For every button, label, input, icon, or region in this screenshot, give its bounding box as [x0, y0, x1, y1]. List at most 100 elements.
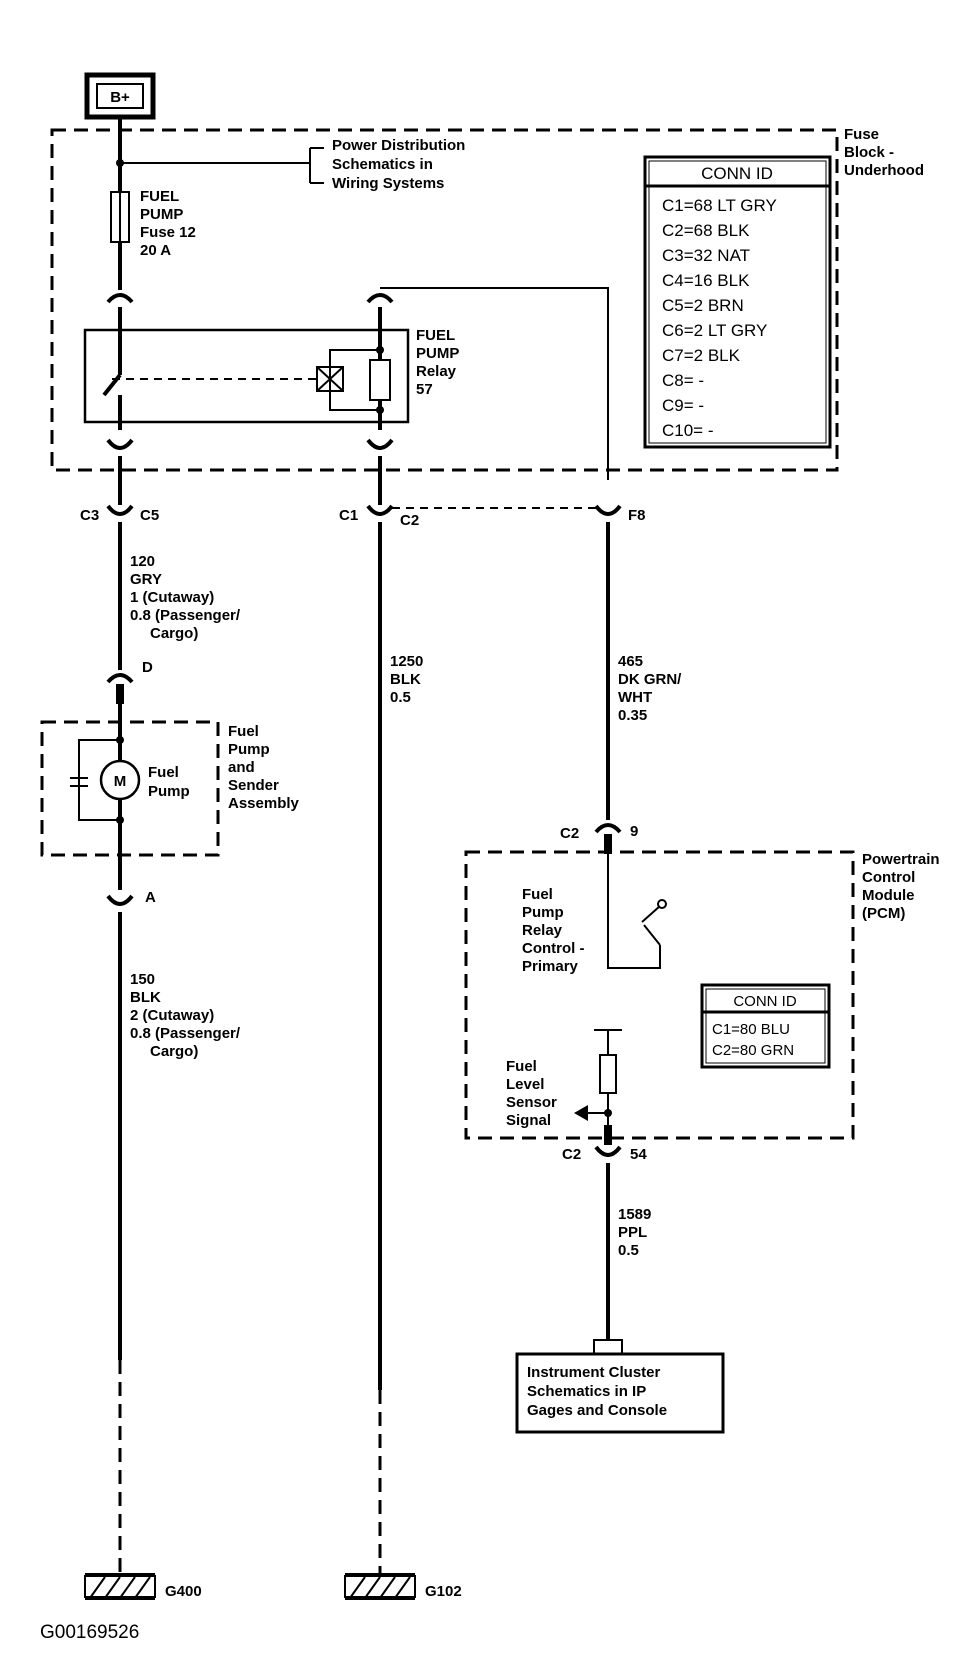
- w150-label: 0.8 (Passenger/: [130, 1025, 241, 1042]
- relay-coil-resistor: [369, 359, 391, 401]
- fuse-label-4: 20 A: [140, 242, 171, 259]
- ground-g400: G400: [84, 1573, 202, 1600]
- ground-g400-label: G400: [165, 1583, 202, 1600]
- w120-label: GRY: [130, 571, 162, 588]
- w120-label: 0.8 (Passenger/: [130, 607, 241, 624]
- pcm-conn-bottom-c2: C2: [562, 1146, 581, 1163]
- pcm-conn-top-c2: C2: [560, 825, 579, 842]
- pcm-title: Module: [862, 887, 915, 904]
- w1250-label: BLK: [390, 671, 421, 688]
- pcm-conn-bottom-pin: 54: [630, 1146, 647, 1163]
- relay-control-label: Primary: [522, 958, 579, 975]
- pcm-title: Powertrain: [862, 851, 940, 868]
- conn-id-row: C5=2 BRN: [662, 296, 744, 315]
- fuel-pump-label: Pump: [148, 783, 190, 800]
- conn-c3: C3: [80, 507, 99, 524]
- fuse-block-title-1: Fuse: [844, 126, 879, 143]
- fuse-label-3: Fuse 12: [140, 224, 196, 241]
- power-dist-ref-2: Schematics in: [332, 156, 433, 173]
- conn-id-row: C9= -: [662, 396, 704, 415]
- relay-control-label: Fuel: [522, 886, 553, 903]
- conn-c5: C5: [140, 507, 159, 524]
- power-dist-ref-3: Wiring Systems: [332, 175, 444, 192]
- fuse-label-1: FUEL: [140, 188, 179, 205]
- w150-label: Cargo): [150, 1043, 198, 1060]
- motor-symbol: M: [114, 773, 127, 790]
- conn-id-title: CONN ID: [701, 164, 773, 183]
- b-plus-label: B+: [110, 89, 130, 106]
- w1250-label: 1250: [390, 653, 423, 670]
- relay-control-label: Control -: [522, 940, 584, 957]
- relay-label-4: 57: [416, 381, 433, 398]
- conn-c2: C2: [400, 512, 419, 529]
- pump-assembly-title: and: [228, 759, 255, 776]
- fuse-label-2: PUMP: [140, 206, 183, 223]
- conn-id-row: C4=16 BLK: [662, 271, 750, 290]
- relay-label-1: FUEL: [416, 327, 455, 344]
- pump-assembly-title: Assembly: [228, 795, 300, 812]
- figure-id: G00169526: [40, 1622, 139, 1643]
- pump-assembly-title: Fuel: [228, 723, 259, 740]
- level-signal-label: Level: [506, 1076, 544, 1093]
- conn-f8: F8: [628, 507, 646, 524]
- w1589-label: 0.5: [618, 1242, 639, 1259]
- pump-assembly-title: Pump: [228, 741, 270, 758]
- relay-label-3: Relay: [416, 363, 457, 380]
- power-dist-ref-1: Power Distribution: [332, 137, 465, 154]
- w465-label: 465: [618, 653, 643, 670]
- conn-a: A: [145, 889, 156, 906]
- battery-source: B+: [84, 72, 156, 120]
- conn-id-row: C8= -: [662, 371, 704, 390]
- level-sensor-resistor: [599, 1054, 617, 1094]
- conn-id-row: C2=68 BLK: [662, 221, 750, 240]
- cluster-ref-line: Instrument Cluster: [527, 1364, 661, 1381]
- cluster-ref-line: Schematics in IP: [527, 1383, 646, 1400]
- level-signal-label: Fuel: [506, 1058, 537, 1075]
- pcm-title: Control: [862, 869, 915, 886]
- w150-label: 150: [130, 971, 155, 988]
- level-signal-label: Signal: [506, 1112, 551, 1129]
- w465-label: 0.35: [618, 707, 647, 724]
- w120-label: Cargo): [150, 625, 198, 642]
- ground-g102-label: G102: [425, 1583, 462, 1600]
- fuel-pump-motor: M: [99, 759, 141, 801]
- w150-label: 2 (Cutaway): [130, 1007, 214, 1024]
- w465-label: WHT: [618, 689, 652, 706]
- fuel-pump-label: Fuel: [148, 764, 179, 781]
- w1589-label: 1589: [618, 1206, 651, 1223]
- fuse-block-outline: [50, 128, 839, 472]
- fuse-block-title-2: Block -: [844, 144, 894, 161]
- w150-label: BLK: [130, 989, 161, 1006]
- conn-id-row: C6=2 LT GRY: [662, 321, 767, 340]
- conn-d: D: [142, 659, 153, 676]
- w1250-label: 0.5: [390, 689, 411, 706]
- relay-control-label: Relay: [522, 922, 563, 939]
- relay-diode-symbol: [316, 366, 344, 392]
- pcm-title: (PCM): [862, 905, 905, 922]
- pcm-conn-id-table: CONN ID C1=80 BLU C2=80 GRN: [700, 983, 831, 1069]
- conn-id-row: C10= -: [662, 421, 714, 440]
- conn-c1: C1: [339, 507, 358, 524]
- w120-label: 1 (Cutaway): [130, 589, 214, 606]
- w120-label: 120: [130, 553, 155, 570]
- instrument-cluster-reference: Instrument Cluster Schematics in IP Gage…: [515, 1352, 725, 1434]
- relay-control-label: Pump: [522, 904, 564, 921]
- pcm-conn-id-row: C2=80 GRN: [712, 1042, 794, 1059]
- pcm-conn-id-row: C1=80 BLU: [712, 1021, 790, 1038]
- fuse-block-conn-id-table: CONN ID C1=68 LT GRY C2=68 BLK C3=32 NAT…: [643, 155, 832, 449]
- cluster-ref-line: Gages and Console: [527, 1402, 667, 1419]
- pcm-outline: [464, 850, 855, 1140]
- fuel-pump-relay-box: [83, 328, 410, 424]
- fuse-block-title-3: Underhood: [844, 162, 924, 179]
- w1589-label: PPL: [618, 1224, 647, 1241]
- level-signal-label: Sensor: [506, 1094, 557, 1111]
- conn-id-row: C3=32 NAT: [662, 246, 750, 265]
- pcm-conn-top-pin: 9: [630, 823, 638, 840]
- fuel-pump-assembly-outline: [40, 720, 220, 857]
- ground-g102: G102: [344, 1573, 462, 1600]
- conn-id-row: C1=68 LT GRY: [662, 196, 777, 215]
- w465-label: DK GRN/: [618, 671, 682, 688]
- pump-assembly-title: Sender: [228, 777, 279, 794]
- conn-id-row: C7=2 BLK: [662, 346, 741, 365]
